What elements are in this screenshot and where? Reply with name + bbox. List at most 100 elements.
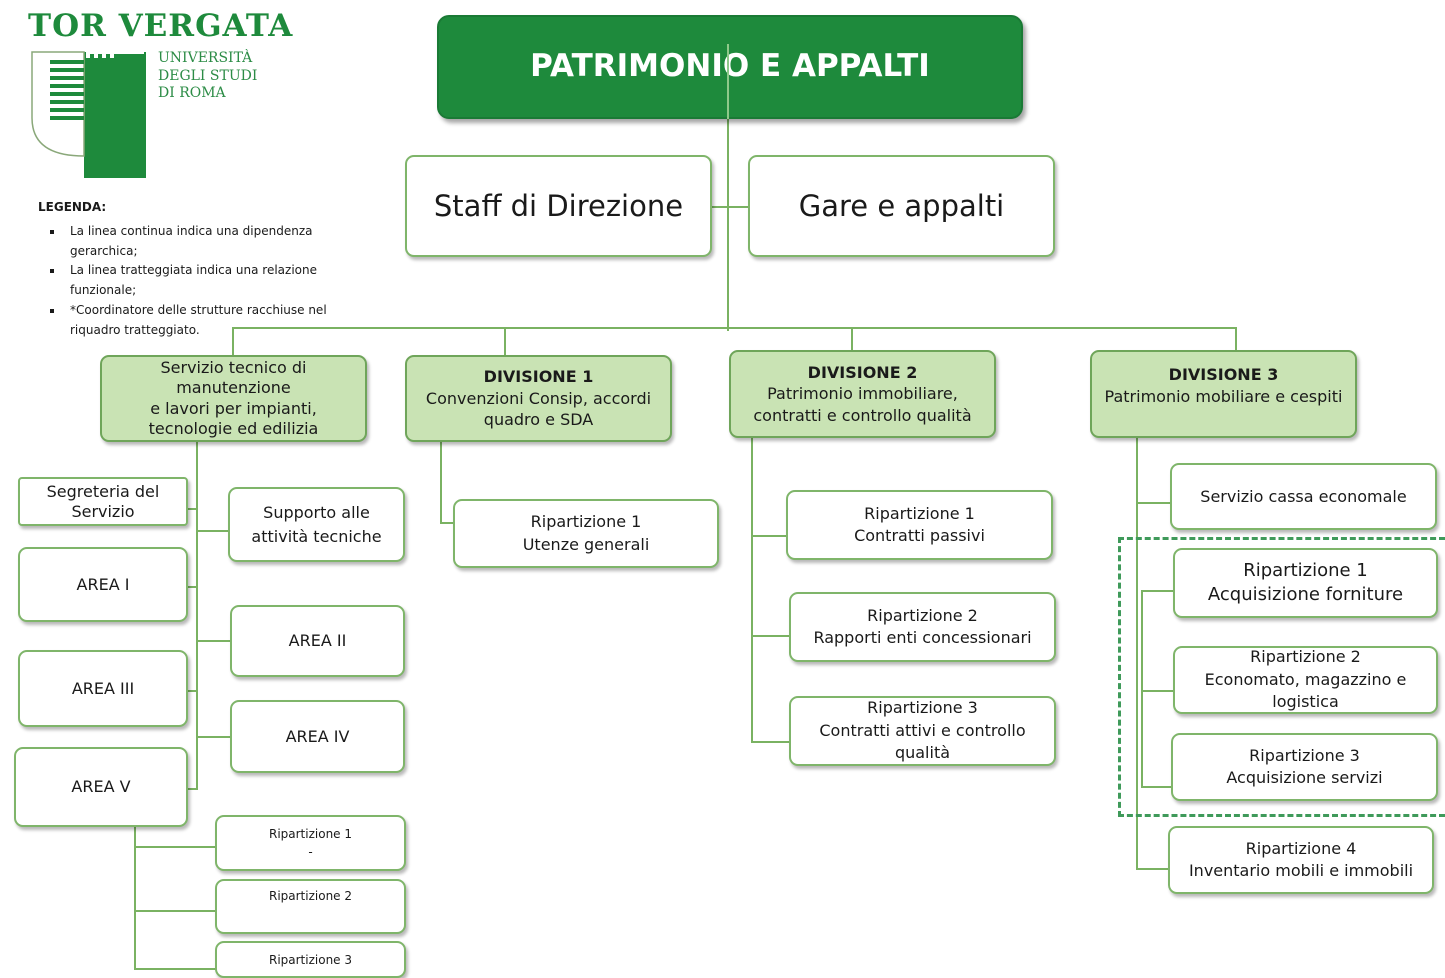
connector (1136, 868, 1170, 870)
area5-rip1-line-2: - (308, 845, 313, 859)
connector-staff-gare (711, 206, 749, 208)
legend: LEGENDA: La linea continua indica una di… (38, 198, 368, 341)
connector (187, 788, 197, 790)
area5-ripartizione-2-box[interactable]: Ripartizione 2 (215, 879, 406, 934)
connector (751, 535, 787, 537)
div2-rip2-line-1: Ripartizione 2 (867, 605, 978, 625)
connector-div2-trunk (751, 438, 753, 743)
legend-item: La linea tratteggiata indica una relazio… (64, 261, 368, 301)
connector (187, 586, 197, 588)
area-4-label: AREA IV (285, 726, 350, 746)
connector-drop-div2 (851, 327, 853, 351)
div3-ripartizione-1-box[interactable]: Ripartizione 1 Acquisizione forniture (1173, 548, 1438, 618)
divisione-2-line-2: contratti e controllo qualità (753, 405, 972, 425)
connector (440, 522, 455, 524)
area5-rip3-label: Ripartizione 3 (268, 953, 353, 967)
div3-rip2-line-1: Ripartizione 2 (1250, 647, 1361, 667)
servizio-tecnico-box[interactable]: Servizio tecnico di manutenzione e lavor… (100, 355, 367, 442)
connector (1141, 590, 1175, 592)
segreteria-box[interactable]: Segreteria del Servizio (18, 477, 188, 526)
div3-ripartizione-4-box[interactable]: Ripartizione 4 Inventario mobili e immob… (1168, 826, 1434, 894)
div3-rip2-line-2: Economato, magazzino e (1204, 669, 1407, 689)
div2-rip3-line-2: Contratti attivi e controllo (819, 720, 1026, 740)
area-2-box[interactable]: AREA II (230, 605, 405, 677)
logo-subtitle: UNIVERSITÀ DEGLI STUDI DI ROMA (158, 50, 257, 103)
div2-rip3-line-1: Ripartizione 3 (867, 698, 978, 718)
cassa-label: Servizio cassa economale (1200, 486, 1407, 506)
connector (196, 640, 231, 642)
div2-rip1-line-1: Ripartizione 1 (864, 503, 975, 523)
connector-drop-servizio (232, 327, 234, 356)
connector-bus (232, 327, 1237, 329)
connector (134, 910, 216, 912)
connector (1141, 786, 1175, 788)
div2-rip3-line-3: qualità (894, 743, 951, 763)
connector (196, 736, 231, 738)
area5-rip2-label: Ripartizione 2 (268, 889, 353, 903)
divisione-2-title: DIVISIONE 2 (807, 362, 918, 382)
divisione-3-box[interactable]: DIVISIONE 3 Patrimonio mobiliare e cespi… (1090, 350, 1357, 438)
divisione-1-line-1: Convenzioni Consip, accordi (425, 388, 652, 408)
legend-list: La linea continua indica una dipendenza … (38, 222, 368, 341)
connector (187, 508, 197, 510)
div3-rip1-line-1: Ripartizione 1 (1243, 559, 1368, 581)
connector-drop-div1 (504, 327, 506, 356)
connector-drop-div3 (1235, 327, 1237, 351)
div2-ripartizione-3-box[interactable]: Ripartizione 3 Contratti attivi e contro… (789, 696, 1056, 766)
divisione-2-box[interactable]: DIVISIONE 2 Patrimonio immobiliare, cont… (729, 350, 996, 438)
div1-ripartizione-1-box[interactable]: Ripartizione 1 Utenze generali (453, 499, 719, 568)
divisione-1-title: DIVISIONE 1 (483, 367, 594, 387)
connector (1136, 502, 1172, 504)
div1-rip1-line-1: Ripartizione 1 (530, 512, 642, 532)
connector-top-inner (727, 44, 729, 119)
div2-ripartizione-2-box[interactable]: Ripartizione 2 Rapporti enti concessiona… (789, 592, 1056, 662)
gare-label: Gare e appalti (798, 188, 1005, 223)
area-5-label: AREA V (71, 777, 131, 797)
supporto-line-2: attività tecniche (251, 526, 382, 546)
area-1-label: AREA I (76, 574, 130, 594)
connector (751, 635, 790, 637)
connector-area5-trunk (134, 826, 136, 970)
area5-rip1-line-1: Ripartizione 1 (268, 827, 353, 841)
servizio-line-3: e lavori per impianti, (150, 398, 317, 418)
staff-label: Staff di Direzione (433, 188, 684, 223)
div2-rip1-line-2: Contratti passivi (854, 526, 985, 545)
functional-relation-frame (1118, 537, 1445, 817)
div3-ripartizione-2-box[interactable]: Ripartizione 2 Economato, magazzino e lo… (1173, 646, 1438, 714)
connector-servizio-trunk (196, 442, 198, 790)
div3-ripartizione-3-box[interactable]: Ripartizione 3 Acquisizione servizi (1171, 733, 1438, 801)
div3-rip3-line-2: Acquisizione servizi (1226, 768, 1383, 787)
area-4-box[interactable]: AREA IV (230, 700, 405, 773)
div1-rip1-line-2: Utenze generali (522, 534, 650, 554)
servizio-line-1: Servizio tecnico di (160, 357, 307, 377)
staff-direzione-box[interactable]: Staff di Direzione (405, 155, 712, 257)
servizio-line-4: tecnologie ed edilizia (148, 418, 319, 438)
legend-item: La linea continua indica una dipendenza … (64, 222, 368, 262)
area-3-box[interactable]: AREA III (18, 650, 188, 727)
connector (187, 690, 197, 692)
div3-rip1-line-2: Acquisizione forniture (1207, 584, 1404, 605)
connector (134, 968, 216, 970)
div3-rip4-line-1: Ripartizione 4 (1245, 838, 1357, 858)
area-5-box[interactable]: AREA V (14, 747, 188, 827)
supporto-line-1: Supporto alle (263, 502, 370, 522)
patrimonio-appalti-box[interactable]: PATRIMONIO E APPALTI (437, 15, 1023, 119)
area5-ripartizione-3-box[interactable]: Ripartizione 3 (215, 941, 406, 978)
legend-heading: LEGENDA: (38, 200, 107, 214)
logo-title: TOR VERGATA (28, 8, 294, 44)
university-logo: TOR VERGATA UNIVERSITÀ DEGLI STUDI DI RO… (28, 8, 292, 178)
area5-ripartizione-1-box[interactable]: Ripartizione 1 - (215, 815, 406, 871)
div2-ripartizione-1-box[interactable]: Ripartizione 1 Contratti passivi (786, 490, 1053, 560)
connector (1141, 690, 1175, 692)
top-title: PATRIMONIO E APPALTI (530, 48, 930, 85)
supporto-box[interactable]: Supporto alle attività tecniche (228, 487, 405, 562)
logo-line-3: DI ROMA (158, 85, 226, 101)
servizio-cassa-box[interactable]: Servizio cassa economale (1170, 463, 1437, 530)
area-1-box[interactable]: AREA I (18, 547, 188, 622)
connector-div3-inner (1141, 590, 1143, 788)
divisione-3-title: DIVISIONE 3 (1168, 365, 1279, 384)
divisione-1-box[interactable]: DIVISIONE 1 Convenzioni Consip, accordi … (405, 355, 672, 442)
connector (196, 530, 229, 532)
gare-appalti-box[interactable]: Gare e appalti (748, 155, 1055, 257)
area-2-label: AREA II (288, 631, 347, 651)
